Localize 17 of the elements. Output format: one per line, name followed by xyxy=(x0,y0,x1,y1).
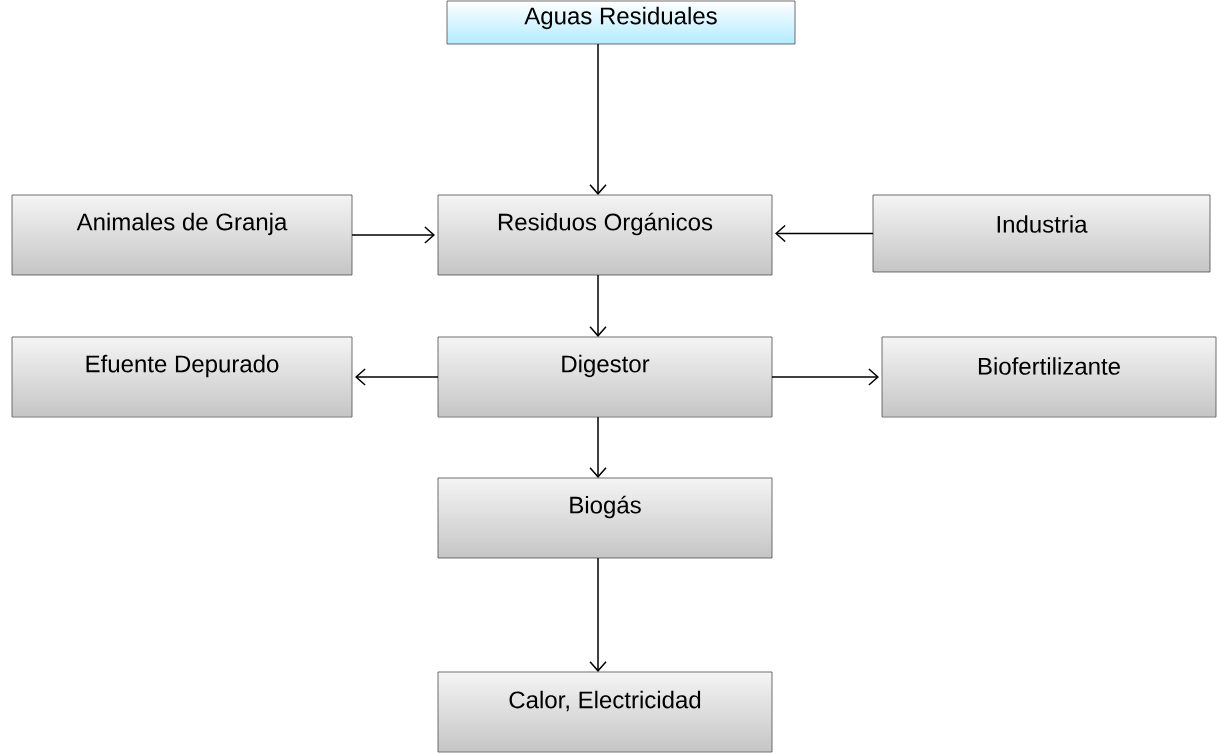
arrow xyxy=(589,274,607,337)
process-box: Biogás xyxy=(437,477,773,559)
arrow xyxy=(355,368,439,386)
process-box: Biofertilizante xyxy=(881,336,1217,418)
process-box: Industria xyxy=(872,194,1211,273)
process-box: Efuente Depurado xyxy=(11,336,353,418)
process-box: Animales de Granja xyxy=(11,194,353,276)
arrow xyxy=(589,416,607,478)
arrow xyxy=(771,368,879,386)
process-box: Calor, Electricidad xyxy=(437,671,773,753)
process-box: Aguas Residuales xyxy=(446,0,796,45)
arrow xyxy=(589,557,607,672)
process-box: Residuos Orgánicos xyxy=(437,194,773,276)
arrow xyxy=(589,43,607,195)
process-box: Digestor xyxy=(437,336,773,418)
arrow xyxy=(775,224,874,243)
arrow xyxy=(351,226,435,244)
